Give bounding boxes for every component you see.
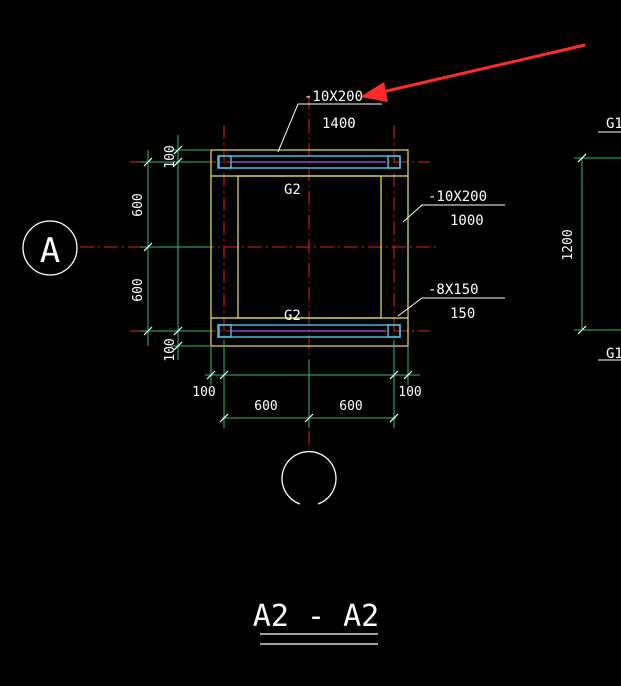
bottom-dim-2: 600 xyxy=(254,399,277,414)
top-plate-spec: -10X200 xyxy=(304,89,363,105)
dimension-ticks xyxy=(143,145,587,423)
top-plate-leader xyxy=(277,103,382,153)
dimension-lines xyxy=(140,135,621,428)
concrete-outline xyxy=(210,149,409,347)
beam-label-top: G2 xyxy=(284,182,301,198)
axis-bubble-a: A xyxy=(22,220,78,276)
leader-lines xyxy=(277,103,621,361)
outer-outline xyxy=(210,149,409,347)
bottom-dim-1: 100 xyxy=(192,385,215,400)
stiffener-length: 150 xyxy=(450,306,475,322)
beam-label-bottom: G2 xyxy=(284,308,301,324)
right-label-top: G1 xyxy=(606,116,621,132)
bottom-dim-3: 600 xyxy=(339,399,362,414)
top-left-column-box xyxy=(218,155,232,169)
stiffener-spec: -8X150 xyxy=(428,282,479,298)
side-plate-length: 1000 xyxy=(450,213,484,229)
bottom-dim-4: 100 xyxy=(398,385,421,400)
right-label-bottom: G1 xyxy=(606,346,621,362)
stiffener-leader xyxy=(397,297,505,317)
section-title: A2 - A2 xyxy=(253,599,379,634)
left-dim-3: 600 xyxy=(131,278,146,301)
steel-plates xyxy=(217,155,401,338)
top-right-column-box xyxy=(387,155,401,169)
top-plate-length: 1400 xyxy=(322,116,356,132)
bottom-right-column-box xyxy=(387,324,401,338)
right-dim: 1200 xyxy=(561,229,576,260)
annotation-arrow xyxy=(360,43,586,102)
side-plate-leader xyxy=(402,204,505,223)
bottom-left-column-box xyxy=(218,324,232,338)
left-dim-4: 100 xyxy=(163,338,178,361)
section-title-group: A2 - A2 xyxy=(253,599,379,645)
axis-bubble-a-label: A xyxy=(40,231,60,271)
left-dim-2: 600 xyxy=(131,193,146,216)
axis-bubble-bottom xyxy=(281,450,337,505)
side-plate-spec: -10X200 xyxy=(428,189,487,205)
left-dim-1: 100 xyxy=(163,145,178,168)
